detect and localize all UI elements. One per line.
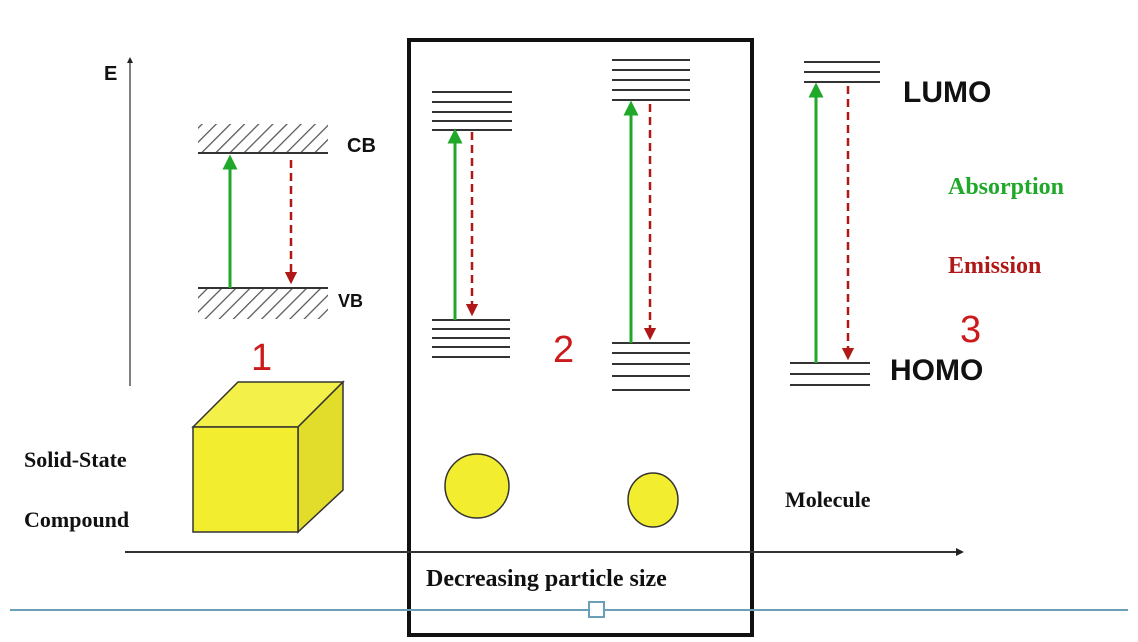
lumo-levels [804,61,880,83]
np2-homo-levels [612,342,690,391]
legend-absorption: Absorption [948,174,1064,200]
solid-state-label-line1: Solid-State [24,447,127,472]
molecule-label: Molecule [785,487,871,512]
solid-state-label-line2: Compound [24,507,129,532]
vb-label: VB [338,291,363,311]
conduction-band [198,124,328,154]
particle-size-caption: Decreasing particle size [426,566,667,592]
region-3-label: 3 [960,309,981,351]
homo-label: HOMO [890,354,983,387]
np2-lumo-levels [612,59,690,101]
bulk-cube [191,380,345,534]
region-1-label: 1 [251,337,272,379]
nanoparticle-frame [407,38,754,637]
lumo-label: LUMO [903,76,991,109]
small-nanoparticle [627,472,679,528]
energy-axis-label: E [104,63,117,85]
np1-homo-levels [432,319,510,358]
region-2-label: 2 [553,329,574,371]
large-nanoparticle [444,453,510,519]
legend-emission: Emission [948,253,1041,279]
np1-lumo-levels [432,91,512,131]
cb-label: CB [347,135,376,157]
resize-handle[interactable] [588,601,605,618]
homo-levels [790,362,870,386]
valence-band [198,287,328,319]
